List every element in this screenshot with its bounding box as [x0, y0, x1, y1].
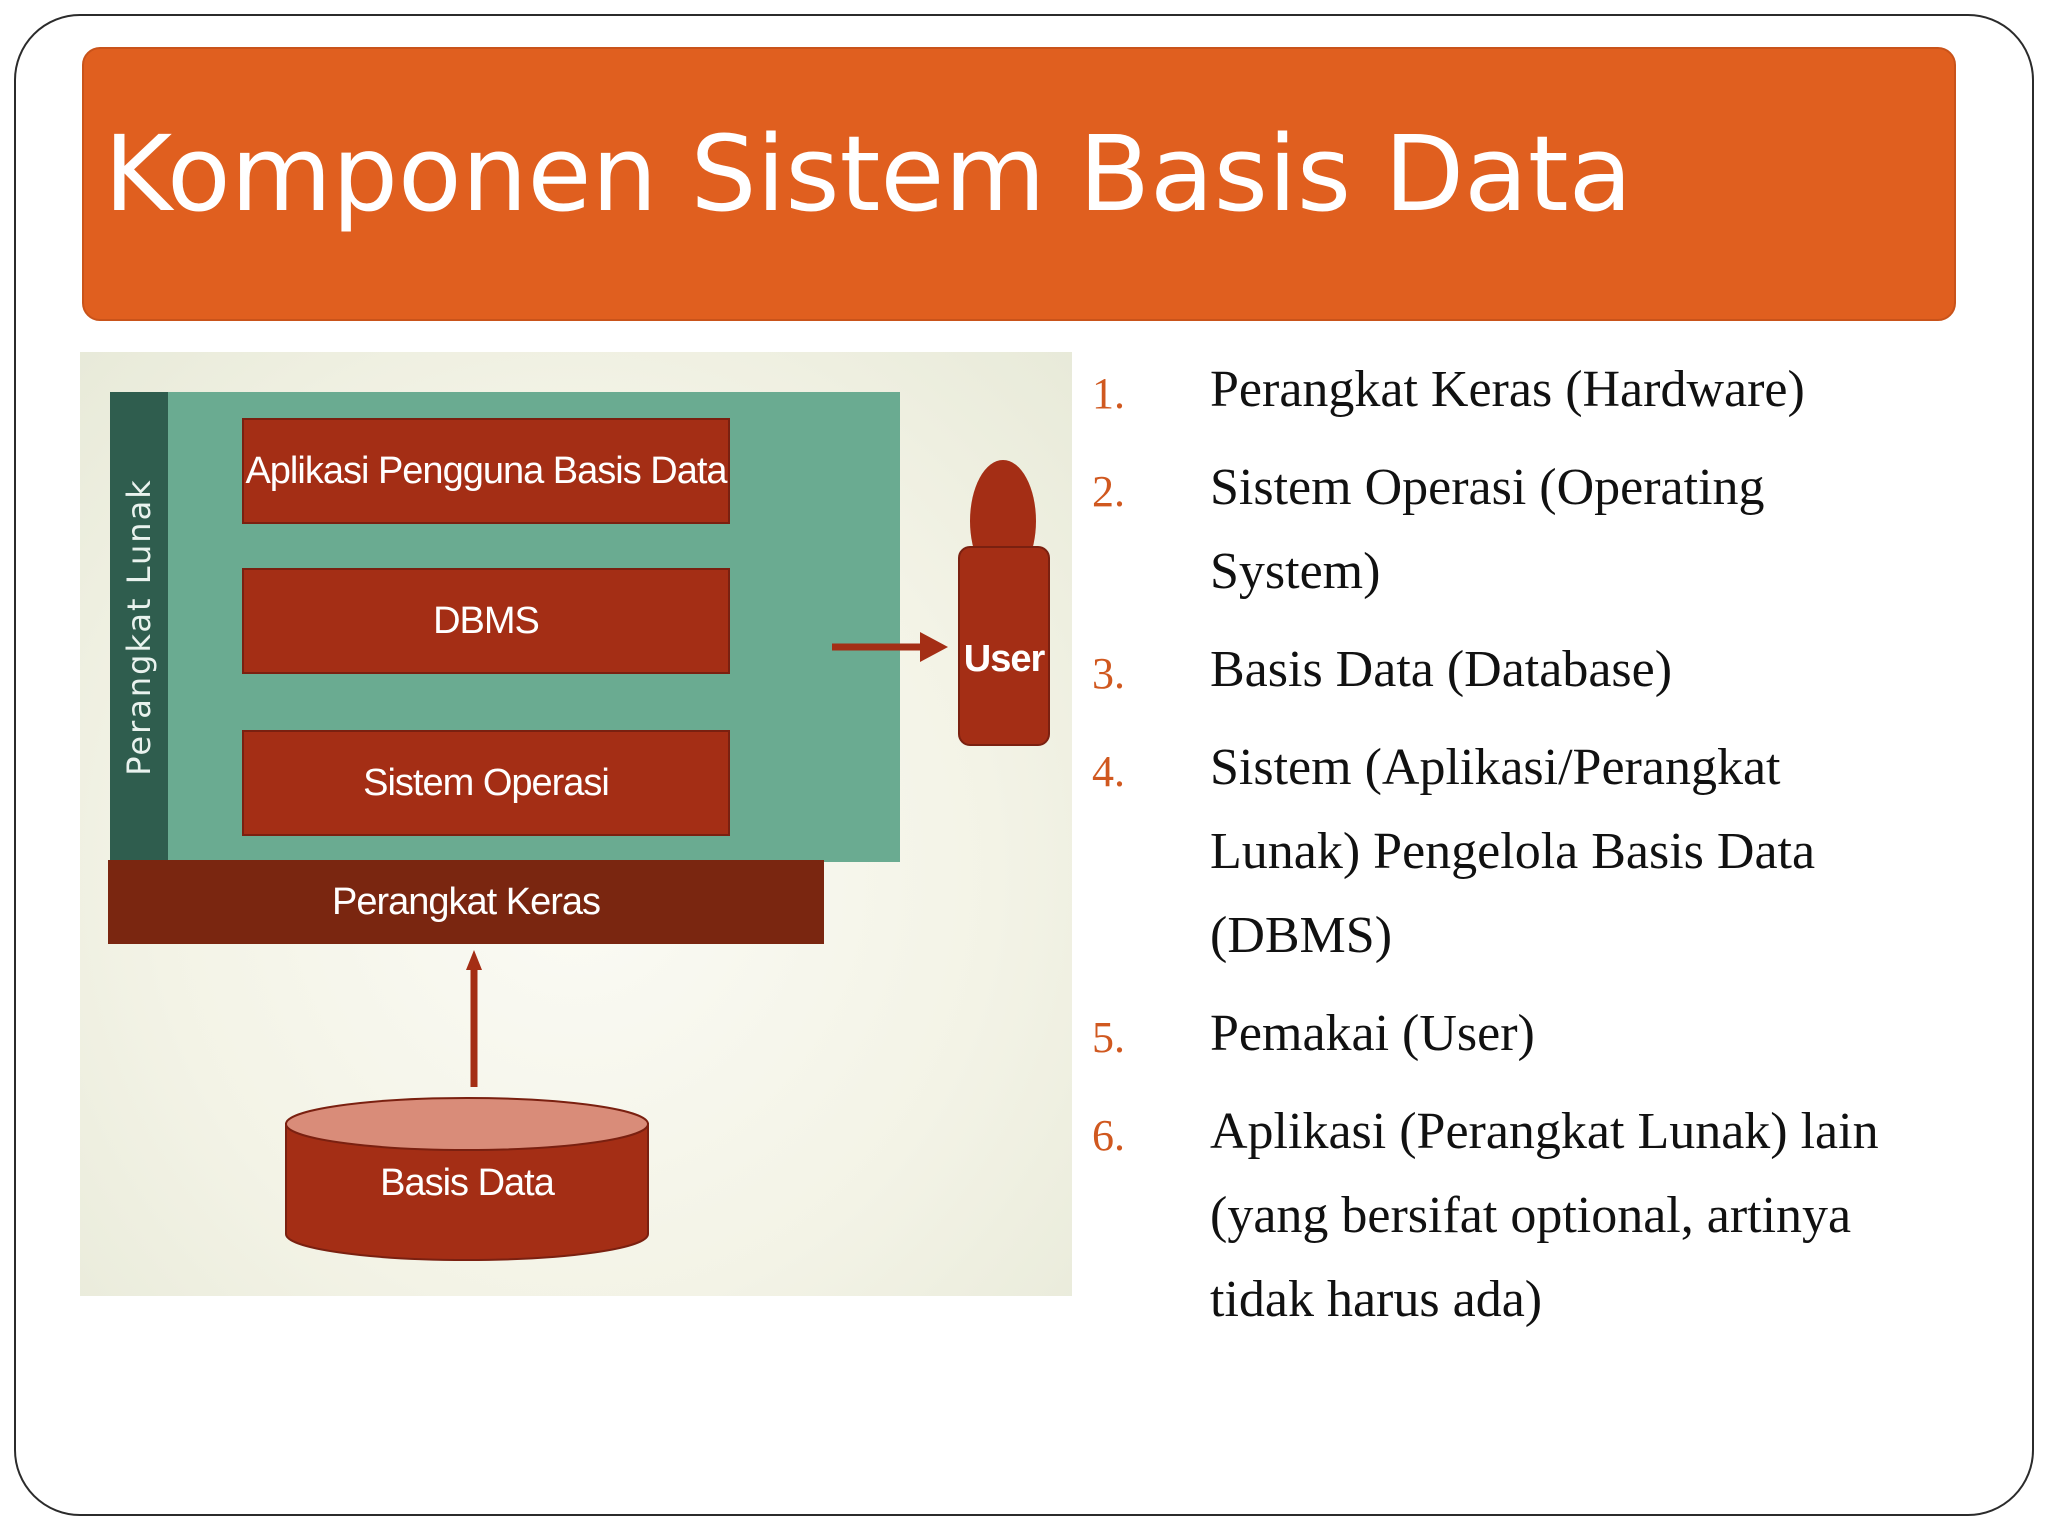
- title-bar: Komponen Sistem Basis Data: [82, 47, 1956, 321]
- layer-dbms: DBMS: [242, 568, 730, 674]
- user-body: [958, 546, 1050, 746]
- user-label: User: [963, 638, 1046, 680]
- database-label: Basis Data: [380, 1162, 555, 1204]
- layer-user-application: Aplikasi Pengguna Basis Data: [242, 418, 730, 524]
- user-figure: User: [958, 460, 1050, 772]
- list-text: Aplikasi (Perangkat Lunak) lain (yang be…: [1210, 1103, 1879, 1328]
- arrow-database-to-hardware: [466, 950, 482, 1087]
- database-cylinder-icon: [285, 1097, 649, 1261]
- diagram-arrows: [466, 632, 948, 1087]
- list-number: 3.: [1092, 649, 1125, 698]
- list-number: 4.: [1092, 747, 1125, 796]
- arrow-to-user: [832, 632, 948, 662]
- list-number: 1.: [1092, 369, 1125, 418]
- list-text: Sistem (Aplikasi/Perangkat Lunak) Pengel…: [1210, 739, 1816, 964]
- list-item: 3. Basis Data (Database): [1090, 628, 1930, 712]
- list-text: Pemakai (User): [1210, 1005, 1535, 1062]
- list-text: Sistem Operasi (Operating System): [1210, 459, 1765, 600]
- list-item: 1. Perangkat Keras (Hardware): [1090, 348, 1930, 432]
- layer-operating-system: Sistem Operasi: [242, 730, 730, 836]
- list-text: Perangkat Keras (Hardware): [1210, 361, 1805, 418]
- hardware-bar: Perangkat Keras: [108, 860, 824, 944]
- component-list: 1. Perangkat Keras (Hardware) 2. Sistem …: [1090, 348, 1930, 1356]
- list-item: 2. Sistem Operasi (Operating System): [1090, 446, 1930, 614]
- database-system-diagram: Perangkat Lunak Aplikasi Pengguna Basis …: [80, 352, 1072, 1296]
- list-item: 5. Pemakai (User): [1090, 992, 1930, 1076]
- list-number: 6.: [1092, 1111, 1125, 1160]
- list-number: 2.: [1092, 467, 1125, 516]
- slide-title: Komponen Sistem Basis Data: [104, 113, 1633, 235]
- list-number: 5.: [1092, 1013, 1125, 1062]
- list-item: 6. Aplikasi (Perangkat Lunak) lain (yang…: [1090, 1090, 1930, 1342]
- software-side-strip: [110, 392, 168, 862]
- list-text: Basis Data (Database): [1210, 641, 1673, 698]
- list-item: 4. Sistem (Aplikasi/Perangkat Lunak) Pen…: [1090, 726, 1930, 978]
